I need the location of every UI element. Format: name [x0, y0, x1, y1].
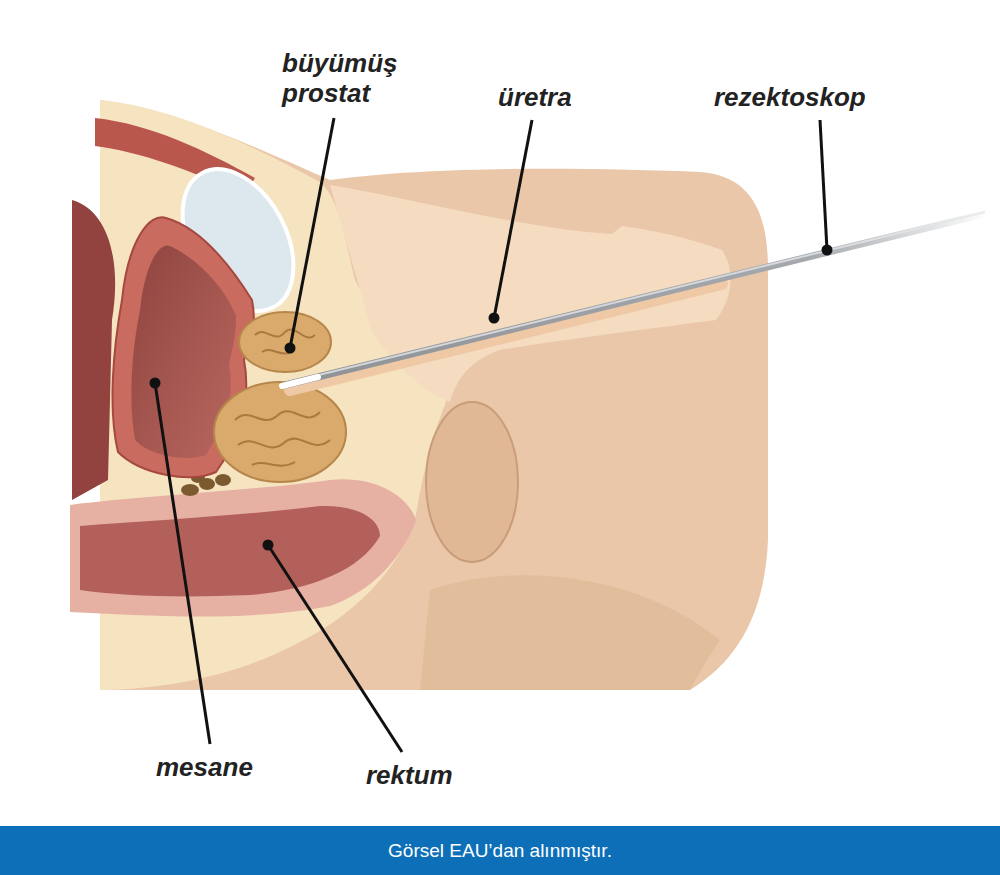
- scrotum: [426, 402, 518, 562]
- part-label: üretra: [498, 82, 572, 112]
- prostate: [214, 312, 346, 482]
- urethra: [290, 284, 722, 390]
- part-label: rektum: [366, 760, 453, 790]
- leader-lines: [151, 118, 831, 752]
- part-label: mesane: [156, 752, 253, 782]
- resectoscope-tip: [282, 377, 318, 386]
- thigh-shade: [420, 575, 720, 690]
- rectum-lumen: [80, 506, 380, 596]
- resectoscope: [285, 213, 988, 385]
- rectum-wall: [70, 479, 416, 616]
- part-label: büyümüş prostat: [282, 48, 432, 108]
- part-label: rezektoskop: [714, 82, 866, 112]
- resectoscope-highlight: [290, 212, 985, 382]
- caption: Görsel EAU’dan alınmıştır.: [0, 839, 1000, 863]
- abdominal-cavity: [72, 200, 115, 500]
